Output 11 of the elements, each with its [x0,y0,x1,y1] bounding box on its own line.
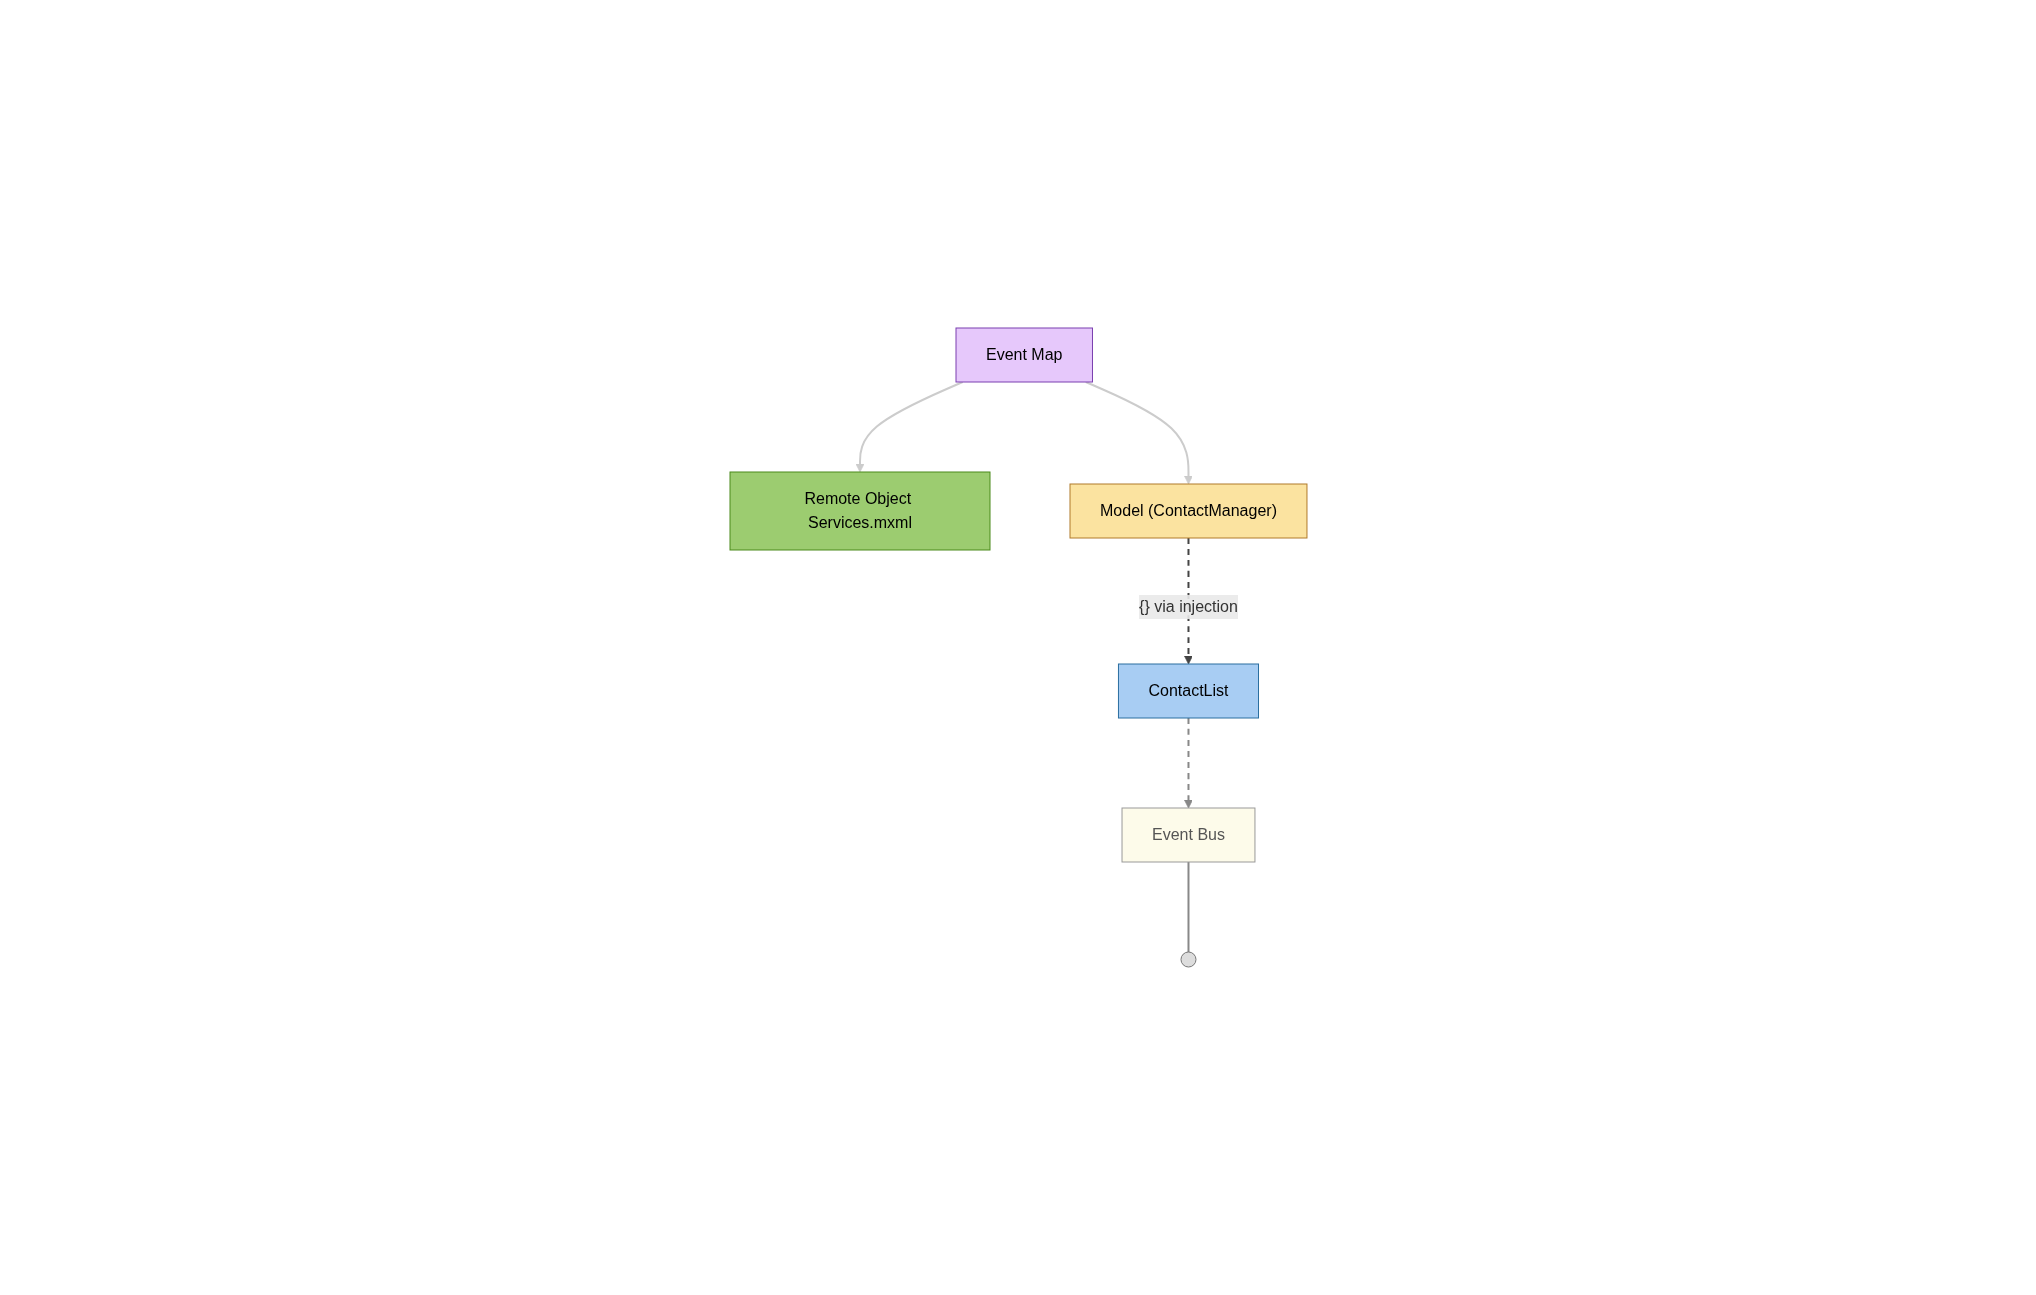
edge-label: {} via injection [1138,598,1238,615]
arrow [1183,537,1193,665]
node-box: ContactList [1117,663,1259,719]
node-box: Model (ContactManager) [1069,483,1307,539]
arrow [1183,717,1193,809]
connector [1187,861,1189,953]
node-box: Event Bus [1121,807,1255,863]
node-circle [1180,951,1196,968]
node-box: Remote Object Services.mxml [729,471,990,551]
node-box: Event Map [955,327,1093,383]
arrow [855,381,964,473]
